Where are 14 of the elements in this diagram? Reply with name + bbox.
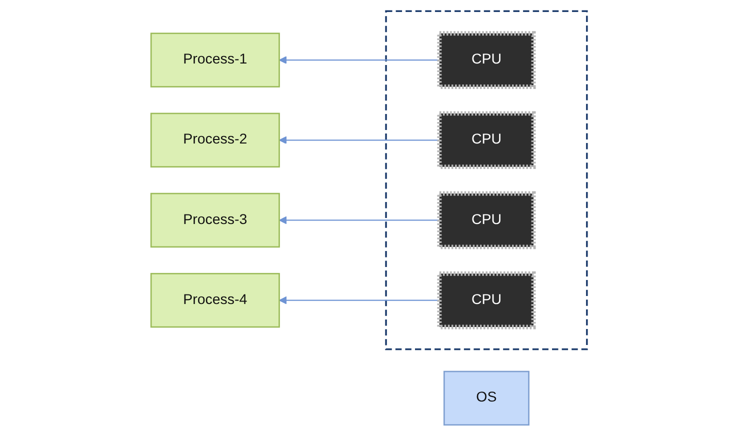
cluster	[385, 10, 588, 350]
arrow	[278, 56, 440, 64]
node-box: CPU	[437, 191, 536, 250]
node-box: CPU	[437, 111, 536, 170]
node-box: Process-3	[150, 192, 280, 248]
node-box: OS	[443, 370, 530, 426]
node-box: Process-4	[150, 272, 280, 328]
node-box: CPU	[437, 271, 536, 330]
node-box: Process-2	[150, 112, 280, 168]
arrow	[278, 216, 440, 224]
node-box: Process-1	[150, 32, 280, 88]
arrow	[278, 296, 440, 304]
node-box: CPU	[437, 31, 536, 89]
arrow	[278, 136, 440, 144]
